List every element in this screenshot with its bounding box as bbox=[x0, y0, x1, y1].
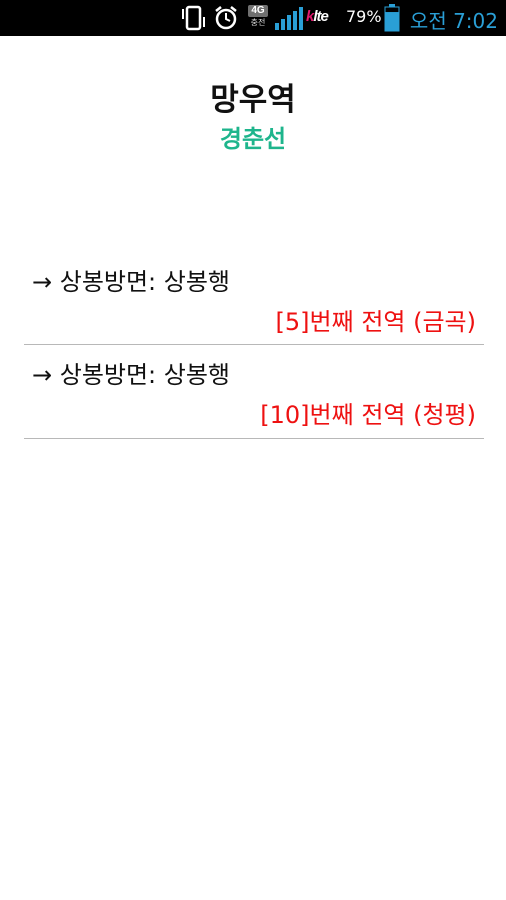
station-name: 망우역 bbox=[210, 82, 296, 118]
arrival-list: → 상봉방면: 상봉행 [5]번째 전역 (금곡) → 상봉방면: 상봉행 [1… bbox=[24, 252, 484, 439]
status-bar: 4G 충전 klte 79% 오전 7:02 bbox=[0, 0, 506, 36]
network-4g-label: 4G bbox=[248, 5, 268, 17]
battery-percent: 79% bbox=[346, 7, 382, 26]
clock-time: 오전 7:02 bbox=[409, 9, 498, 33]
vibrate-icon bbox=[182, 5, 205, 31]
lte-icon: klte bbox=[306, 8, 329, 25]
arrival-item[interactable]: → 상봉방면: 상봉행 [5]번째 전역 (금곡) bbox=[24, 252, 484, 345]
lte-prefix: k bbox=[306, 8, 314, 25]
arrival-direction: → 상봉방면: 상봉행 bbox=[32, 361, 231, 389]
signal-icon bbox=[275, 7, 303, 30]
line-name: 경춘선 bbox=[219, 125, 287, 153]
arrival-info: [5]번째 전역 (금곡) bbox=[275, 308, 476, 336]
arrival-info: [10]번째 전역 (청평) bbox=[260, 401, 476, 429]
network-4g-icon: 4G 충전 bbox=[246, 4, 270, 32]
arrival-direction: → 상봉방면: 상봉행 bbox=[32, 268, 231, 296]
battery-icon bbox=[384, 4, 400, 32]
alarm-icon bbox=[215, 6, 237, 30]
lte-label: lte bbox=[313, 8, 328, 25]
network-sub-label: 충전 bbox=[250, 18, 266, 27]
arrival-item[interactable]: → 상봉방면: 상봉행 [10]번째 전역 (청평) bbox=[24, 345, 484, 439]
